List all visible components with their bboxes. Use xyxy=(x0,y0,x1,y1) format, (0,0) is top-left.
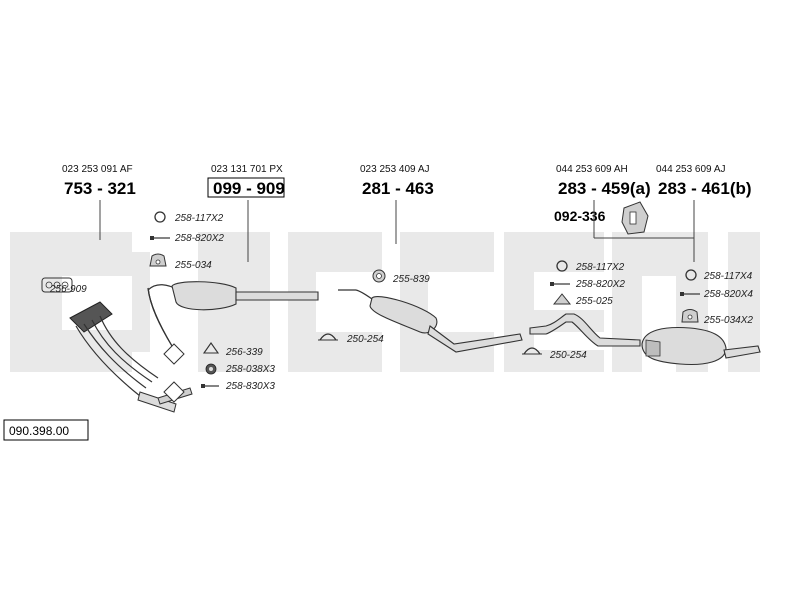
oem-number: 044 253 609 AH xyxy=(556,164,628,175)
fitting-label: 255-034X2 xyxy=(703,315,753,326)
fitting-label: 256-339 xyxy=(225,347,263,358)
fitting-258-820X2: 258-820X2 xyxy=(150,233,224,244)
clamp-ring-icon xyxy=(556,260,568,272)
nut-icon xyxy=(205,363,217,375)
fitting-256-339: 256-339 xyxy=(202,342,263,358)
pipe-clamp-icon xyxy=(522,347,542,355)
part-number: 283 - 459(a) xyxy=(558,179,651,198)
column-4-header: 044 253 609 AH 283 - 459(a) xyxy=(556,164,651,198)
fitting-label: 258-038X3 xyxy=(225,364,275,375)
bolt-icon xyxy=(550,282,570,286)
fitting-258-117X2: 258-117X2 xyxy=(556,260,625,273)
fitting-label: 258-820X4 xyxy=(703,289,753,300)
catalytic-converter xyxy=(147,281,319,403)
fitting-258-820X4: 258-820X4 xyxy=(680,289,753,300)
hanger-icon xyxy=(681,309,699,323)
fitting-258-117X2: 258-117X2 xyxy=(154,211,224,224)
part-number-box xyxy=(207,177,285,198)
bolt-icon xyxy=(201,384,219,388)
bolt-icon xyxy=(150,236,170,240)
fitting-label: 258-117X2 xyxy=(575,262,625,273)
bracket-icon xyxy=(621,201,649,235)
fitting-258-820X2: 258-820X2 xyxy=(550,279,625,290)
bolt-icon xyxy=(680,292,700,296)
column-2-header: 023 131 701 PX 099 - 909 xyxy=(207,164,285,198)
catalog-reference-text: 090.398.00 xyxy=(9,424,69,438)
clamp-ring-icon xyxy=(685,269,697,281)
part-number: 099 - 909 xyxy=(213,179,285,198)
fitting-255-034X2: 255-034X2 xyxy=(681,309,753,326)
fitting-label: 258-117X4 xyxy=(703,271,753,282)
fitting-255-034: 255-034 xyxy=(149,253,212,271)
bracket-part-number: 092-336 xyxy=(554,208,606,224)
oem-number: 023 131 701 PX xyxy=(211,164,283,175)
fitting-250-254: 250-254 xyxy=(522,347,587,361)
catalog-reference: 090.398.00 xyxy=(3,419,89,441)
gasket-icon xyxy=(41,277,73,293)
fitting-255-839: 255-839 xyxy=(372,269,430,285)
oem-number: 044 253 609 AJ xyxy=(656,164,726,175)
rear-muffler xyxy=(641,326,761,366)
clamp-ring-icon xyxy=(154,211,166,223)
fitting-label: 258-830X3 xyxy=(225,381,275,392)
fitting-label: 255-839 xyxy=(392,274,430,285)
middle-muffler xyxy=(338,289,523,353)
column-3-header: 023 253 409 AJ 281 - 463 xyxy=(360,164,434,198)
hanger-icon xyxy=(552,293,572,305)
fitting-258-117X4: 258-117X4 xyxy=(685,269,753,282)
catalog-reference-box xyxy=(3,419,89,441)
intermediate-pipe xyxy=(529,313,641,347)
rubber-mount-icon xyxy=(372,269,386,283)
fitting-label: 250-254 xyxy=(549,350,587,361)
part-number: 753 - 321 xyxy=(64,179,136,198)
fitting-label: 255-034 xyxy=(174,260,212,271)
fitting-label: 258-820X2 xyxy=(575,279,625,290)
fitting-250-254: 250-254 xyxy=(318,333,384,345)
triangle-gasket-icon xyxy=(202,342,220,354)
fitting-label: 250-254 xyxy=(346,334,384,345)
oem-number: 023 253 091 AF xyxy=(62,164,133,175)
pipe-clamp-icon xyxy=(318,333,338,341)
column-1-header: 023 253 091 AF 753 - 321 xyxy=(62,164,136,198)
fitting-258-038X3: 258-038X3 xyxy=(205,363,275,375)
fitting-label: 256-909 xyxy=(49,284,87,295)
fitting-256-909: 256-909 xyxy=(41,277,87,295)
fitting-label: 255-025 xyxy=(575,296,613,307)
part-number: 283 - 461(b) xyxy=(658,179,752,198)
part-number: 281 - 463 xyxy=(362,179,434,198)
fitting-label: 258-117X2 xyxy=(174,213,224,224)
oem-number: 023 253 409 AJ xyxy=(360,164,430,175)
column-5-header: 044 253 609 AJ 283 - 461(b) xyxy=(656,164,752,198)
hanger-icon xyxy=(149,253,167,267)
fitting-label: 258-820X2 xyxy=(174,233,224,244)
fitting-255-025: 255-025 xyxy=(552,293,613,307)
fitting-258-830X3: 258-830X3 xyxy=(201,381,275,392)
